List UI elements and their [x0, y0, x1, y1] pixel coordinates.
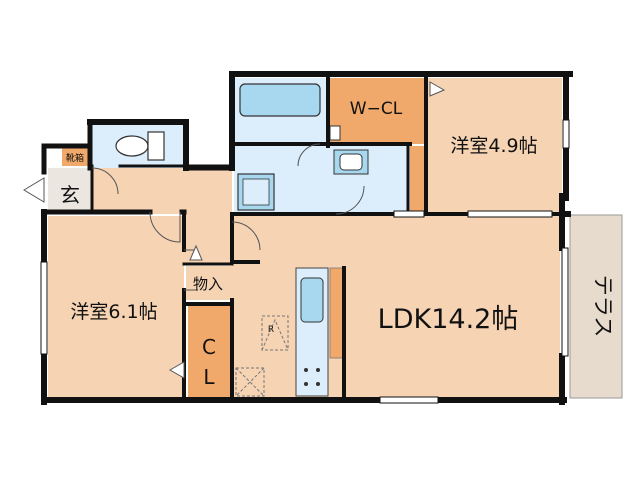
toilet-bowl [115, 135, 149, 157]
entrance-floor [48, 168, 92, 214]
cl-closet-floor [188, 306, 230, 398]
stove-burner [316, 368, 320, 372]
room-label-closet-c: C [202, 335, 216, 359]
stove-burner [304, 368, 308, 372]
closet-strip [410, 146, 428, 214]
room-label-walk-in-closet: W−CL [350, 99, 403, 119]
washing-machine-pan-inner [242, 178, 270, 206]
room-label-shoe-box: 靴箱 [66, 152, 84, 164]
bathtub [239, 83, 321, 117]
stove-burner [316, 382, 320, 386]
room-label-western-room-2: 洋室6.1帖 [70, 301, 157, 323]
washer-space [235, 367, 265, 397]
room-label-western-room-1: 洋室4.9帖 [450, 135, 537, 157]
western-room-2-floor [48, 216, 184, 398]
room-label-entrance: 玄 [60, 183, 80, 207]
washer-space-cross [235, 367, 265, 397]
windows [40, 119, 570, 404]
kitchen-sink [300, 277, 324, 323]
fridge-space [261, 315, 289, 351]
hallway-floor [92, 168, 232, 214]
stove-burner [304, 382, 308, 386]
room-label-storage: 物入 [193, 275, 223, 293]
fridge-space-label: R [268, 325, 274, 335]
storage-floor [186, 266, 232, 300]
ldk-floor [232, 215, 560, 397]
kitchen-backsplash [329, 267, 345, 359]
toilet-tank [147, 131, 165, 161]
electrical-panel [329, 125, 341, 141]
room-label-closet-l: L [203, 365, 215, 389]
room-label-ldk: LDK14.2帖 [378, 304, 519, 335]
terrace-area [569, 214, 623, 399]
room-label-terrace: テラス [591, 275, 615, 338]
washbasin-bowl [339, 153, 363, 171]
shoe-box-fill [62, 148, 88, 166]
walk-in-closet-floor [330, 78, 426, 144]
fridge-space-mark [261, 318, 289, 351]
door-arrows [23, 81, 446, 379]
western-room-1-floor [428, 78, 562, 214]
door-swings [91, 143, 365, 291]
